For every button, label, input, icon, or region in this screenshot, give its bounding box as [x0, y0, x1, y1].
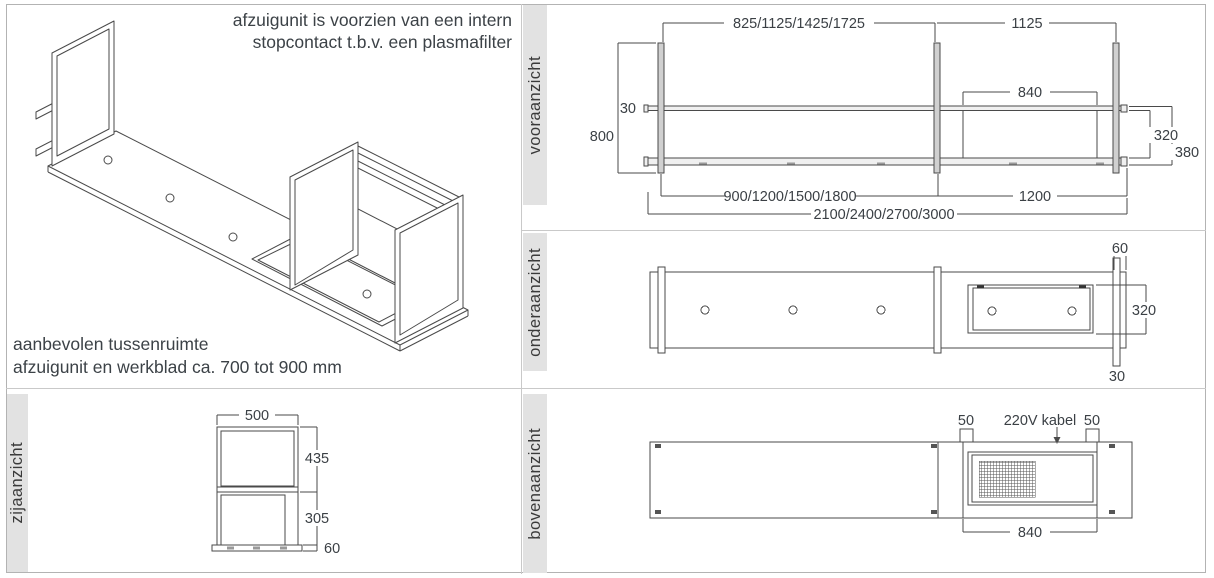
dim-side-width: 500	[245, 408, 269, 424]
dim-bottom-rail-thickness: 30	[1109, 369, 1125, 385]
view-label-bottom-text: onderaanzicht	[525, 247, 544, 357]
note-socket-line1: afzuigunit is voorzien van een intern	[232, 10, 512, 30]
isometric-view-drawing	[35, 20, 469, 352]
view-label-side-text: zijaanzicht	[8, 442, 26, 524]
divider-front-bottom	[522, 230, 1206, 231]
vent-grille-hatch	[978, 460, 1036, 498]
view-label-front: vooraanzicht	[523, 5, 547, 205]
dim-top-tab-left: 50	[958, 413, 974, 429]
sheet-border	[6, 4, 1206, 573]
view-label-top: bovenaanzicht	[523, 394, 547, 573]
dim-front-inner-width: 840	[1018, 85, 1042, 101]
note-socket-line2: stopcontact t.b.v. een plasmafilter	[252, 31, 512, 52]
cable-label: 220V kabel	[1004, 413, 1077, 429]
divider-lower-row	[6, 388, 1206, 389]
dim-front-top-span: 825/1125/1425/1725	[733, 16, 865, 32]
dim-side-lower-height: 305	[305, 511, 329, 527]
dim-front-bottom-right: 1200	[1019, 189, 1051, 205]
dim-front-depth-inner: 320	[1154, 128, 1178, 144]
dim-side-upper-height: 435	[305, 451, 329, 467]
dim-front-rail-height: 30	[620, 101, 636, 117]
dim-front-bottom-span: 900/1200/1500/1800	[723, 189, 856, 205]
label-band-rail	[521, 4, 522, 574]
view-label-side: zijaanzicht	[7, 394, 28, 572]
side-view-drawing: 500 435 305 60	[211, 407, 340, 557]
front-view-drawing: 825/1125/1425/1725 1125 840 30 800 320 3…	[590, 15, 1204, 223]
note-socket: afzuigunit is voorzien van een intern st…	[200, 10, 512, 53]
cable-arrow-icon	[1053, 437, 1061, 444]
bottom-view-drawing: 60 320 30	[649, 241, 1161, 385]
note-clearance-line2: afzuigunit en werkblad ca. 700 tot 900 m…	[13, 357, 342, 377]
dim-side-foot: 60	[324, 541, 340, 557]
view-label-top-text: bovenaanzicht	[525, 427, 544, 540]
dim-bottom-recess-depth: 320	[1132, 303, 1156, 319]
dim-bottom-rail-width: 60	[1112, 241, 1128, 257]
note-clearance: aanbevolen tussenruimte afzuigunit en we…	[13, 333, 342, 379]
dim-front-height: 800	[590, 129, 614, 145]
view-label-front-text: vooraanzicht	[525, 55, 544, 155]
dim-front-total-span: 2100/2400/2700/3000	[813, 207, 954, 223]
view-label-bottom: onderaanzicht	[523, 233, 547, 371]
dim-front-depth-outer: 380	[1175, 145, 1199, 161]
dim-top-recess-width: 840	[1018, 525, 1042, 541]
note-clearance-line1: aanbevolen tussenruimte	[13, 334, 209, 354]
dim-front-top-right: 1125	[1011, 16, 1042, 32]
dim-top-tab-right: 50	[1084, 413, 1100, 429]
top-view-drawing: 50 220V kabel 50 840	[649, 413, 1133, 541]
